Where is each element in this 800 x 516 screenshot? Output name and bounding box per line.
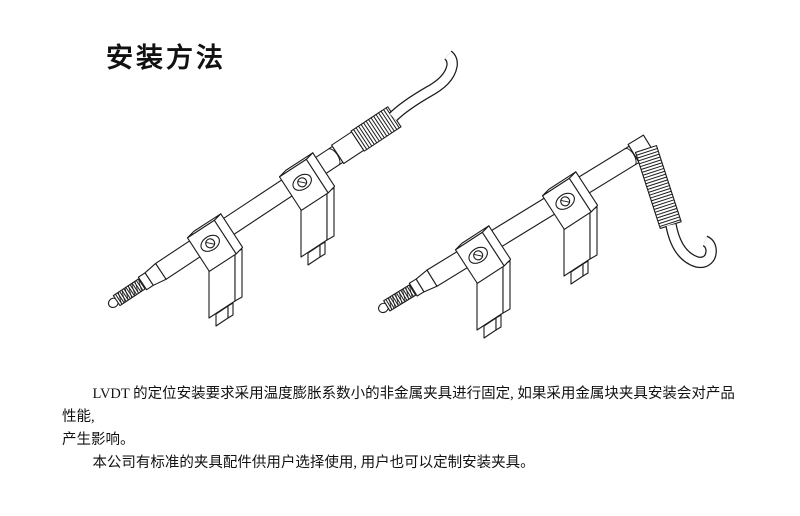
body-text: LVDT 的定位安装要求采用温度膨胀系数小的非金属夹具进行固定, 如果采用金属块…	[62, 383, 738, 475]
lvdt-figure-left	[107, 50, 458, 327]
body-line: 产生影响。	[62, 432, 135, 448]
body-line: LVDT 的定位安装要求采用温度膨胀系数小的非金属夹具进行固定, 如果采用金属块…	[62, 386, 735, 425]
figure-canvas	[107, 50, 717, 339]
page-title: 安装方法	[106, 43, 226, 73]
probe-rod	[426, 145, 640, 287]
probe-body	[107, 106, 402, 309]
probe-body	[377, 134, 656, 314]
lvdt-figure-right	[377, 134, 717, 339]
body-line: 本公司有标准的夹具配件供用户选择使用, 用户也可以定制安装夹具。	[92, 455, 535, 471]
bellows	[634, 145, 682, 230]
